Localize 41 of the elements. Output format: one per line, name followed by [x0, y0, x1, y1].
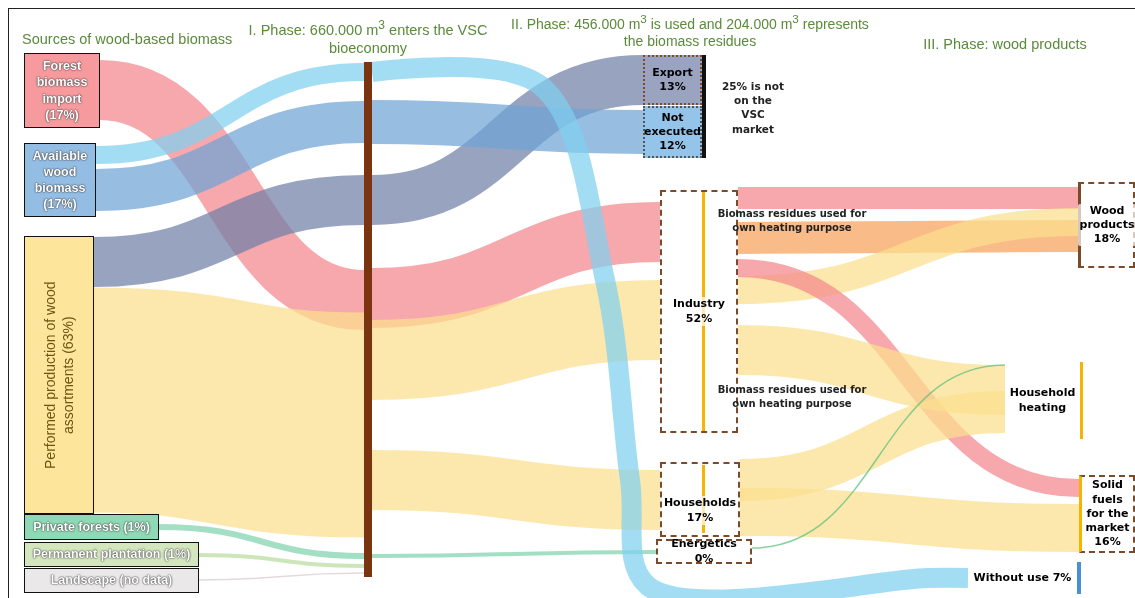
- flow-line: [95, 101, 365, 211]
- source-box: [660, 462, 740, 537]
- source-box: [24, 236, 94, 514]
- node-label: Landscape (no data): [49, 572, 174, 589]
- flow-line: [198, 572, 365, 581]
- node-label: Permanent plantation (1%): [31, 546, 192, 563]
- annotation-text: 25% is not on the VSC market: [722, 79, 784, 136]
- phase-bar: [364, 62, 372, 577]
- source-box: [24, 143, 96, 217]
- node-label: Private forests (1%): [32, 518, 151, 536]
- flow-line: [372, 550, 656, 558]
- flow-line: [738, 187, 1078, 209]
- flow-line: [158, 524, 365, 559]
- flow-line: [737, 208, 1079, 304]
- node-label: Energetics 0%: [670, 537, 738, 566]
- flow-line: [738, 220, 1078, 254]
- annotation-text: Biomass residues used for own heating purpose: [716, 383, 868, 410]
- node-label: Export 13%: [651, 65, 694, 95]
- source-box: [24, 568, 199, 593]
- source-box: [24, 53, 100, 128]
- flow-line: [198, 553, 365, 568]
- node-label: Solid fuels for the market 16%: [1084, 478, 1131, 550]
- flow-line: [93, 175, 365, 287]
- node-label: Without use 7%: [972, 570, 1073, 586]
- node-label: Forest biomass import (17%): [35, 58, 89, 123]
- node-label: Available wood biomass (17%): [31, 147, 89, 213]
- flow-line: [370, 57, 969, 598]
- phase-heading: III. Phase: wood products: [922, 35, 1088, 54]
- phase-heading: II. Phase: 456.000 m$^{3}$ is used and 204.000 m$^{3}$ represents the biomass residues: [510, 12, 870, 51]
- flow-node-box: [643, 55, 702, 105]
- source-box: [24, 514, 159, 540]
- node-label: Wood products 18%: [1077, 203, 1135, 247]
- source-box: [24, 542, 199, 567]
- node-label: Household heating: [1008, 386, 1077, 415]
- flow-line: [371, 100, 644, 154]
- node-label: Not executed 12%: [643, 110, 702, 154]
- flow-line: [751, 364, 1006, 549]
- flow-node-box: [656, 539, 752, 564]
- node-label: Performed production of wood assortments (63%): [40, 280, 77, 471]
- source-box: [1078, 182, 1135, 268]
- flow-ribbon: [92, 287, 366, 538]
